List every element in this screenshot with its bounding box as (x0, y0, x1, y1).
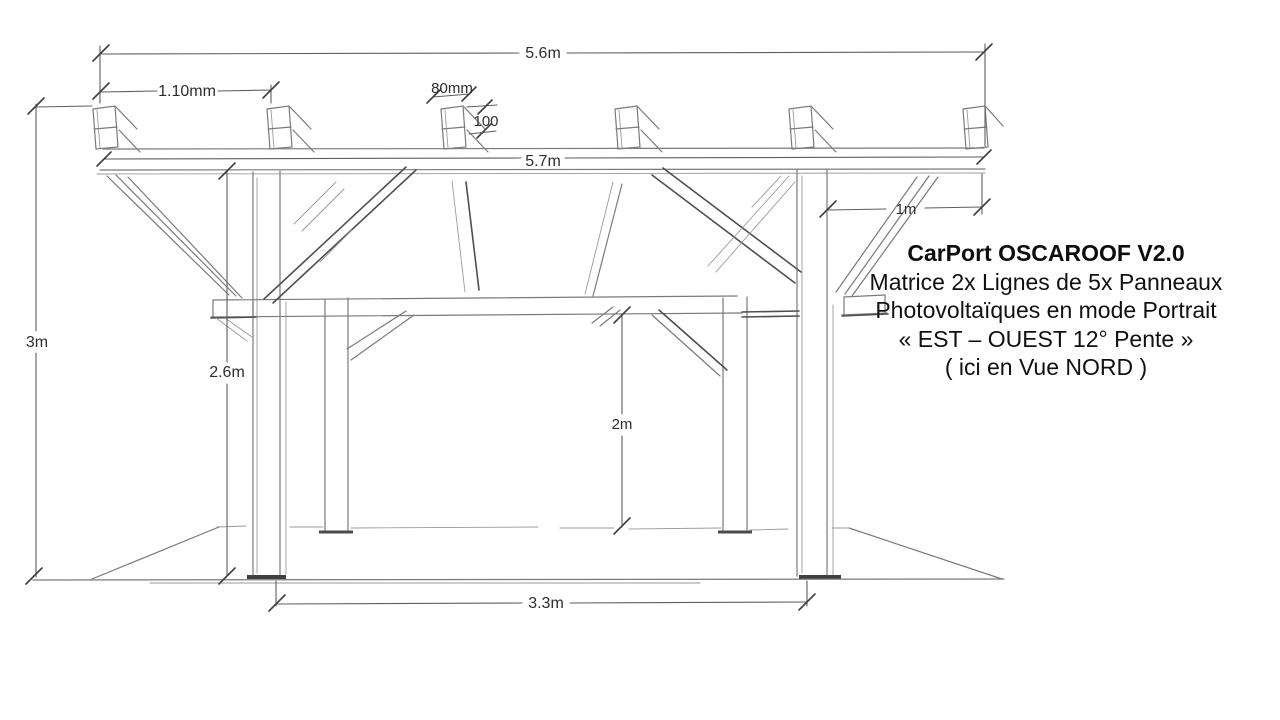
dim-label-post-spacing: 3.3m (528, 595, 564, 612)
dim-clearance-height: 2.6m (209, 162, 245, 585)
dim-purlin-spacing: 1.10mm (92, 81, 280, 104)
posts (247, 168, 841, 579)
purlin-block (92, 105, 141, 153)
dim-roof-overall-width: 5.6m (92, 43, 993, 147)
dim-right-overhang: 1m (819, 173, 991, 218)
rear-left-brace-lines (293, 181, 353, 263)
dim-purlin-width: 80mm (426, 80, 477, 104)
right-overhang-brace (835, 175, 939, 297)
left-knee-brace (263, 166, 417, 304)
front-left-post (247, 170, 287, 579)
purlin-block (962, 105, 1004, 150)
title-view-note: ( ici en Vue NORD ) (945, 354, 1147, 380)
dim-total-height: 3m (25, 97, 93, 585)
title-description-line2: Photovoltaïques en mode Portrait (875, 297, 1217, 323)
front-right-post (796, 168, 841, 579)
dim-label-purlin-height: 100 (473, 113, 498, 130)
dim-label-purlin-spacing: 1.10mm (158, 83, 216, 100)
rear-left-post (319, 297, 353, 534)
title-orientation-note: « EST – OUEST 12° Pente » (899, 326, 1194, 352)
dim-purlin-height: 100 (466, 99, 499, 139)
braces (106, 166, 939, 377)
dim-label-rear-clearance-height: 2m (612, 416, 633, 433)
dim-beam-length: 5.7m (96, 149, 992, 170)
ground (32, 525, 1005, 584)
roof-beam (96, 147, 986, 175)
purlin-block (788, 105, 837, 153)
dim-rear-clearance-height: 2m (612, 306, 633, 535)
purlin-block (266, 105, 315, 153)
under-tie-braces (215, 306, 728, 377)
rear-right-post (718, 296, 752, 534)
dim-label-total-height: 3m (26, 334, 48, 351)
dim-label-roof-overall-width: 5.6m (525, 45, 561, 62)
title-description-line1: Matrice 2x Lignes de 5x Panneaux (870, 269, 1223, 295)
rear-struts (451, 180, 623, 297)
dimension-annotations: 5.6m 1.10mm 80mm 100 (25, 43, 993, 612)
dim-label-purlin-width: 80mm (431, 80, 473, 97)
title-block: CarPort OSCAROOF V2.0 Matrice 2x Lignes … (870, 240, 1223, 380)
title-product-name: CarPort OSCAROOF V2.0 (907, 240, 1184, 266)
roof-purlin-blocks (92, 105, 1004, 153)
dim-label-right-overhang: 1m (896, 201, 917, 218)
dim-label-beam-length: 5.7m (525, 153, 561, 170)
right-knee-brace (651, 167, 802, 284)
tie-beam (210, 294, 889, 319)
left-overhang-brace (106, 174, 243, 299)
rear-right-brace-lines (707, 175, 796, 273)
dim-label-clearance-height: 2.6m (209, 364, 245, 381)
purlin-block (614, 105, 663, 153)
dim-post-spacing: 3.3m (268, 580, 816, 612)
